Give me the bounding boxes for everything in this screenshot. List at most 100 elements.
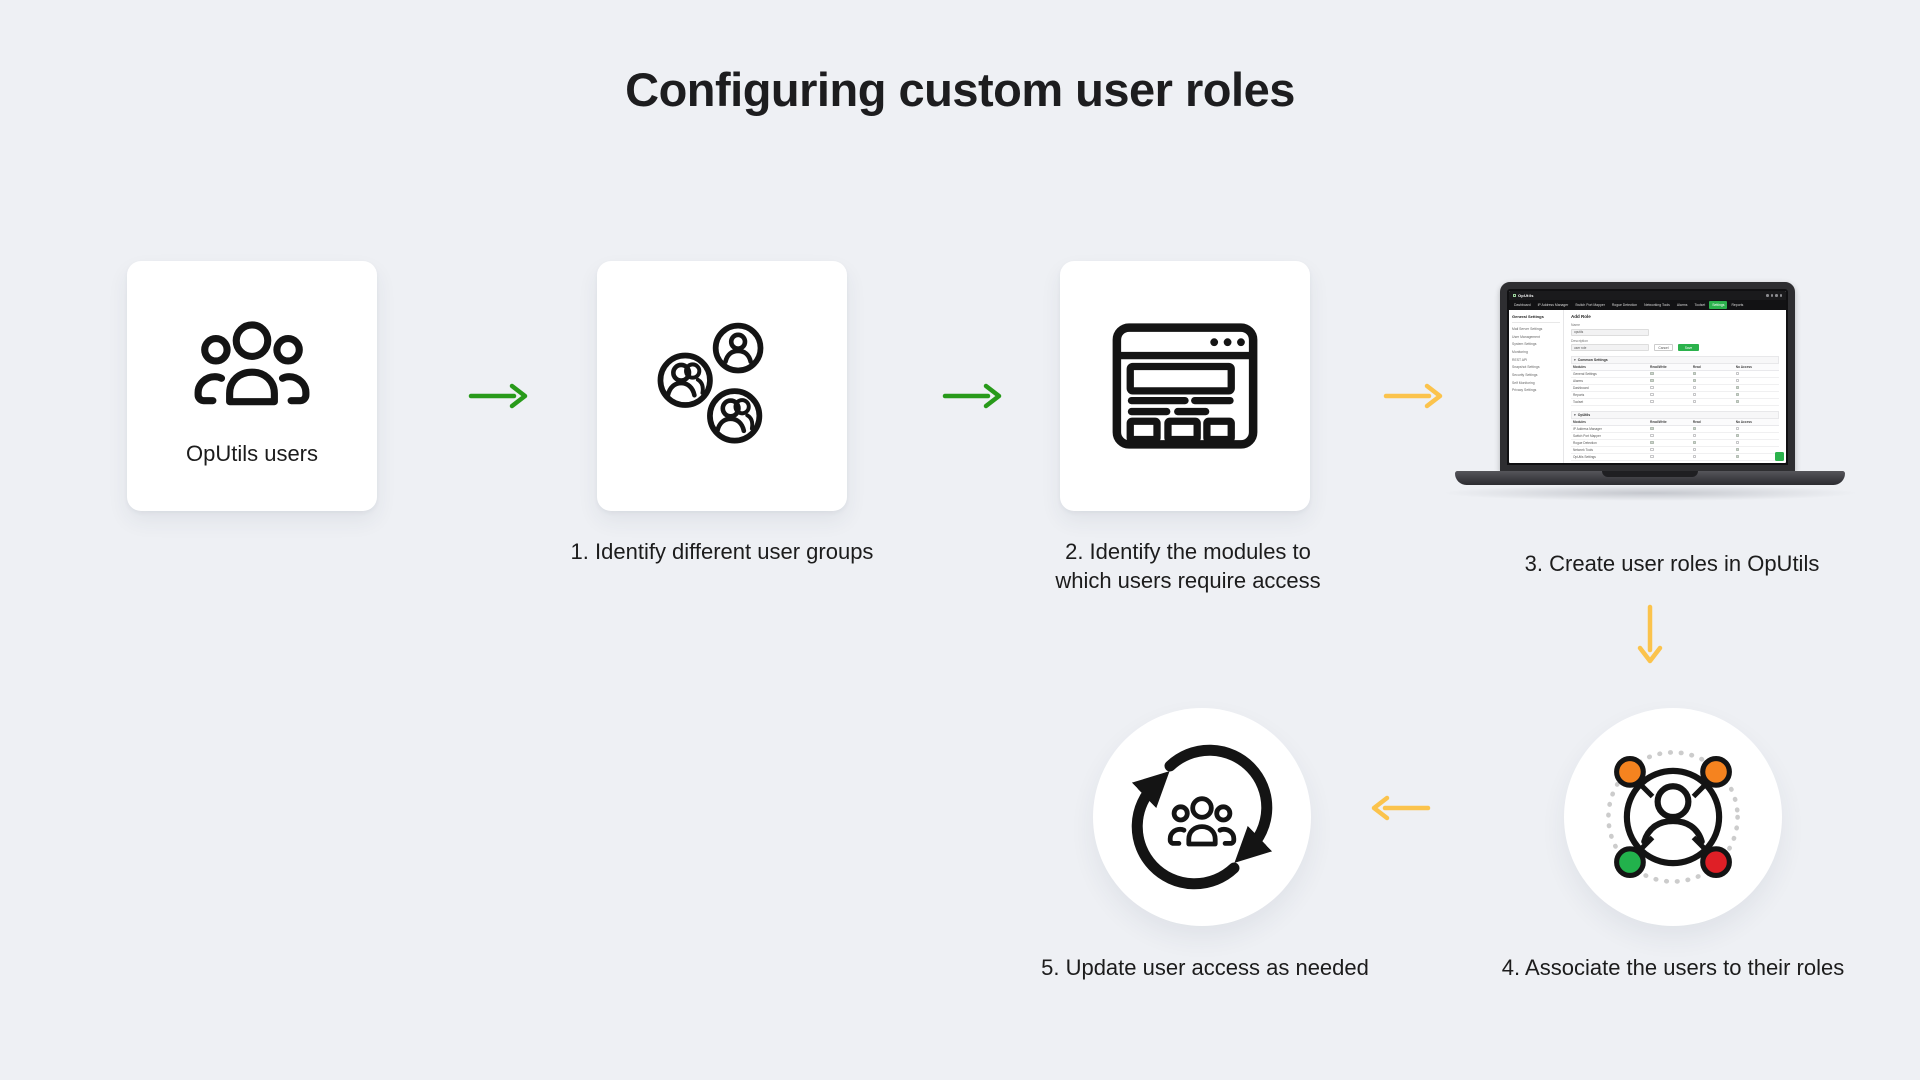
laptop-nav-tab-networking-tools[interactable]: Networking Tools xyxy=(1644,303,1670,307)
laptop-sidebar-item-mail-server-settings[interactable]: Mail Server Settings xyxy=(1512,327,1543,331)
laptop-nav-tab-ip-address-manager[interactable]: IP Address Manager xyxy=(1537,303,1569,307)
laptop-section-title: Common Settings xyxy=(1577,358,1608,362)
laptop-check-cell xyxy=(1735,371,1779,377)
checkbox-icon[interactable] xyxy=(1650,385,1654,390)
checkbox-icon[interactable] xyxy=(1650,433,1654,438)
checkbox-icon[interactable] xyxy=(1692,385,1697,390)
laptop-nav-tab-switch-port-mapper[interactable]: Switch Port Mapper xyxy=(1575,303,1605,307)
checkbox-icon[interactable] xyxy=(1650,440,1654,445)
laptop-table-row: Dashboard xyxy=(1571,385,1779,392)
laptop-module-name: General Settings xyxy=(1573,372,1597,376)
laptop-check-cell xyxy=(1735,433,1779,439)
laptop-sidebar-item-security-settings[interactable]: Security Settings xyxy=(1512,372,1538,377)
checkbox-icon[interactable] xyxy=(1650,399,1654,404)
laptop-check-cell xyxy=(1692,447,1736,453)
laptop-sidebar-item-privacy-settings[interactable]: Privacy Settings xyxy=(1512,388,1537,393)
arrow-right-amber xyxy=(1382,379,1446,413)
checkbox-icon[interactable] xyxy=(1735,426,1740,431)
checkbox-icon[interactable] xyxy=(1692,392,1697,397)
checkbox-icon[interactable] xyxy=(1735,433,1740,438)
checkbox-icon[interactable] xyxy=(1692,440,1697,445)
arrow-left-amber xyxy=(1368,791,1432,825)
checkbox-icon[interactable] xyxy=(1692,433,1697,438)
laptop-check-cell xyxy=(1650,385,1693,391)
checkbox-icon[interactable] xyxy=(1650,371,1654,376)
laptop-main-panel: Add Role Name oputils Description user r… xyxy=(1564,310,1786,463)
laptop-check-cell xyxy=(1692,433,1736,439)
laptop-check-cell xyxy=(1692,426,1736,432)
laptop-check-cell xyxy=(1735,454,1779,460)
checkbox-icon[interactable] xyxy=(1735,440,1740,445)
user-groups-icon xyxy=(657,322,764,444)
laptop-nav-tab-rogue-detection[interactable]: Rogue Detection xyxy=(1611,303,1638,307)
step2-label-line2: which users require access xyxy=(1055,568,1321,593)
checkbox-icon[interactable] xyxy=(1692,371,1697,376)
laptop-check-cell xyxy=(1692,399,1736,405)
laptop-nav-tab-dashboard[interactable]: Dashboard xyxy=(1514,303,1531,307)
checkbox-icon[interactable] xyxy=(1735,454,1740,459)
checkbox-icon[interactable] xyxy=(1735,399,1740,404)
checkbox-icon[interactable] xyxy=(1650,392,1654,397)
laptop-brand: OpUtils xyxy=(1518,293,1534,298)
checkbox-icon[interactable] xyxy=(1735,378,1740,383)
step2-label-line1: 2. Identify the modules to xyxy=(1065,539,1311,564)
laptop-check-cell xyxy=(1650,426,1693,432)
checkbox-icon[interactable] xyxy=(1650,426,1654,431)
checkbox-icon[interactable] xyxy=(1650,447,1654,452)
circle-associate-roles xyxy=(1564,708,1782,926)
laptop-section-header[interactable]: ▾Common Settings xyxy=(1571,356,1779,364)
checkbox-icon[interactable] xyxy=(1692,426,1697,431)
sync-users-icon xyxy=(1131,744,1273,890)
checkbox-icon[interactable] xyxy=(1692,378,1697,383)
checkbox-icon[interactable] xyxy=(1692,447,1697,452)
laptop-table-row: Rogue Detection xyxy=(1571,440,1779,447)
description-field[interactable]: user role xyxy=(1571,344,1649,351)
laptop-sidebar-item-system-settings[interactable]: System Settings xyxy=(1512,342,1537,347)
laptop-module-name: Rogue Detection xyxy=(1573,441,1597,445)
laptop-sidebar-item-user-management[interactable]: User Management xyxy=(1512,334,1540,339)
laptop-check-cell xyxy=(1692,440,1736,446)
laptop-check-cell xyxy=(1692,371,1736,377)
laptop-sidebar-item-rest-api[interactable]: REST API xyxy=(1512,357,1528,362)
laptop-topbar-icons xyxy=(1766,294,1782,297)
laptop-sidebar-item-snapshot-settings[interactable]: Snapshot Settings xyxy=(1512,365,1540,370)
name-field-label: Name xyxy=(1571,323,1581,327)
laptop-nav-tab-settings[interactable]: Settings xyxy=(1709,301,1728,309)
laptop-table-row: General Settings xyxy=(1571,371,1779,378)
laptop-nav-tab-alarms[interactable]: Alarms xyxy=(1676,303,1688,307)
laptop-check-cell xyxy=(1692,378,1736,384)
checkbox-icon[interactable] xyxy=(1735,371,1740,376)
checkbox-icon[interactable] xyxy=(1650,378,1654,383)
checkbox-icon[interactable] xyxy=(1692,454,1697,459)
save-button[interactable]: Save xyxy=(1678,344,1699,351)
laptop-check-cell xyxy=(1735,426,1779,432)
checkbox-icon[interactable] xyxy=(1735,392,1740,397)
laptop-sidebar-item-monitoring[interactable]: Monitoring xyxy=(1512,349,1528,354)
checkbox-icon[interactable] xyxy=(1692,399,1697,404)
laptop-check-cell xyxy=(1650,371,1693,377)
cancel-button[interactable]: Cancel xyxy=(1654,344,1673,351)
laptop-check-cell xyxy=(1650,399,1693,405)
laptop-nav-tabs: Dashboard IP Address Manager Switch Port M… xyxy=(1509,300,1786,310)
checkbox-icon[interactable] xyxy=(1735,385,1740,390)
laptop-sidebar-item-self-monitoring[interactable]: Self Monitoring xyxy=(1512,380,1535,385)
laptop-nav-tab-toolset[interactable]: Toolset xyxy=(1694,303,1706,307)
laptop-module-name: IP Address Manager xyxy=(1573,427,1602,431)
caret-down-icon: ▾ xyxy=(1574,413,1576,417)
laptop-table-header-cell: Read xyxy=(1692,420,1701,424)
checkbox-icon[interactable] xyxy=(1735,447,1740,452)
help-fab-icon[interactable] xyxy=(1775,452,1784,461)
laptop-shadow xyxy=(1440,485,1860,501)
laptop-table-header-cell: Modules xyxy=(1573,365,1586,369)
laptop-section-header[interactable]: ▾OpUtils xyxy=(1571,411,1779,419)
name-field[interactable]: oputils xyxy=(1571,328,1649,336)
checkbox-icon[interactable] xyxy=(1650,454,1654,459)
laptop-module-name: Switch Port Mapper xyxy=(1573,434,1601,438)
laptop-nav-tab-reports[interactable]: Reports xyxy=(1731,303,1744,307)
